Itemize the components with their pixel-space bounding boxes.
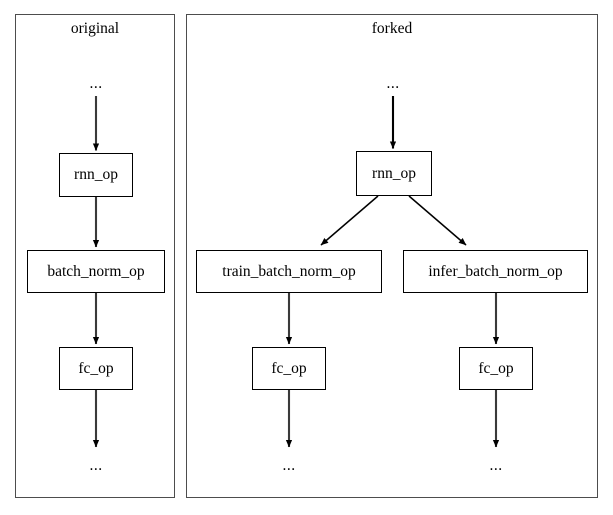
- node-fork-infer-fc-op-label: fc_op: [478, 359, 514, 377]
- cluster-forked-label: forked: [371, 20, 413, 37]
- node-orig-batch-norm-op[interactable]: batch_norm_op: [27, 250, 165, 293]
- node-fork-top-ellipsis: ...: [386, 75, 400, 92]
- node-orig-top-ellipsis: ...: [89, 75, 103, 92]
- cluster-original-label: original: [70, 20, 120, 37]
- node-orig-batch-norm-op-label: batch_norm_op: [47, 262, 145, 280]
- cluster-original: [15, 14, 175, 498]
- node-fork-rnn-op[interactable]: rnn_op: [356, 151, 432, 196]
- node-fork-infer-batch-norm-op-label: infer_batch_norm_op: [428, 262, 563, 280]
- node-fork-infer-batch-norm-op[interactable]: infer_batch_norm_op: [403, 250, 588, 293]
- node-fork-infer-bottom-ellipsis: ...: [489, 457, 503, 474]
- node-orig-fc-op-label: fc_op: [78, 359, 114, 377]
- node-fork-train-batch-norm-op[interactable]: train_batch_norm_op: [196, 250, 382, 293]
- node-orig-fc-op[interactable]: fc_op: [59, 347, 133, 390]
- node-orig-rnn-op[interactable]: rnn_op: [59, 153, 133, 197]
- node-fork-train-fc-op-label: fc_op: [271, 359, 307, 377]
- node-fork-train-bottom-ellipsis: ...: [282, 457, 296, 474]
- node-fork-infer-fc-op[interactable]: fc_op: [459, 347, 533, 390]
- cluster-forked: [186, 14, 598, 498]
- node-fork-train-fc-op[interactable]: fc_op: [252, 347, 326, 390]
- node-fork-train-batch-norm-op-label: train_batch_norm_op: [222, 262, 356, 280]
- node-fork-rnn-op-label: rnn_op: [372, 164, 416, 182]
- node-orig-rnn-op-label: rnn_op: [74, 166, 118, 183]
- node-orig-bottom-ellipsis: ...: [89, 457, 103, 474]
